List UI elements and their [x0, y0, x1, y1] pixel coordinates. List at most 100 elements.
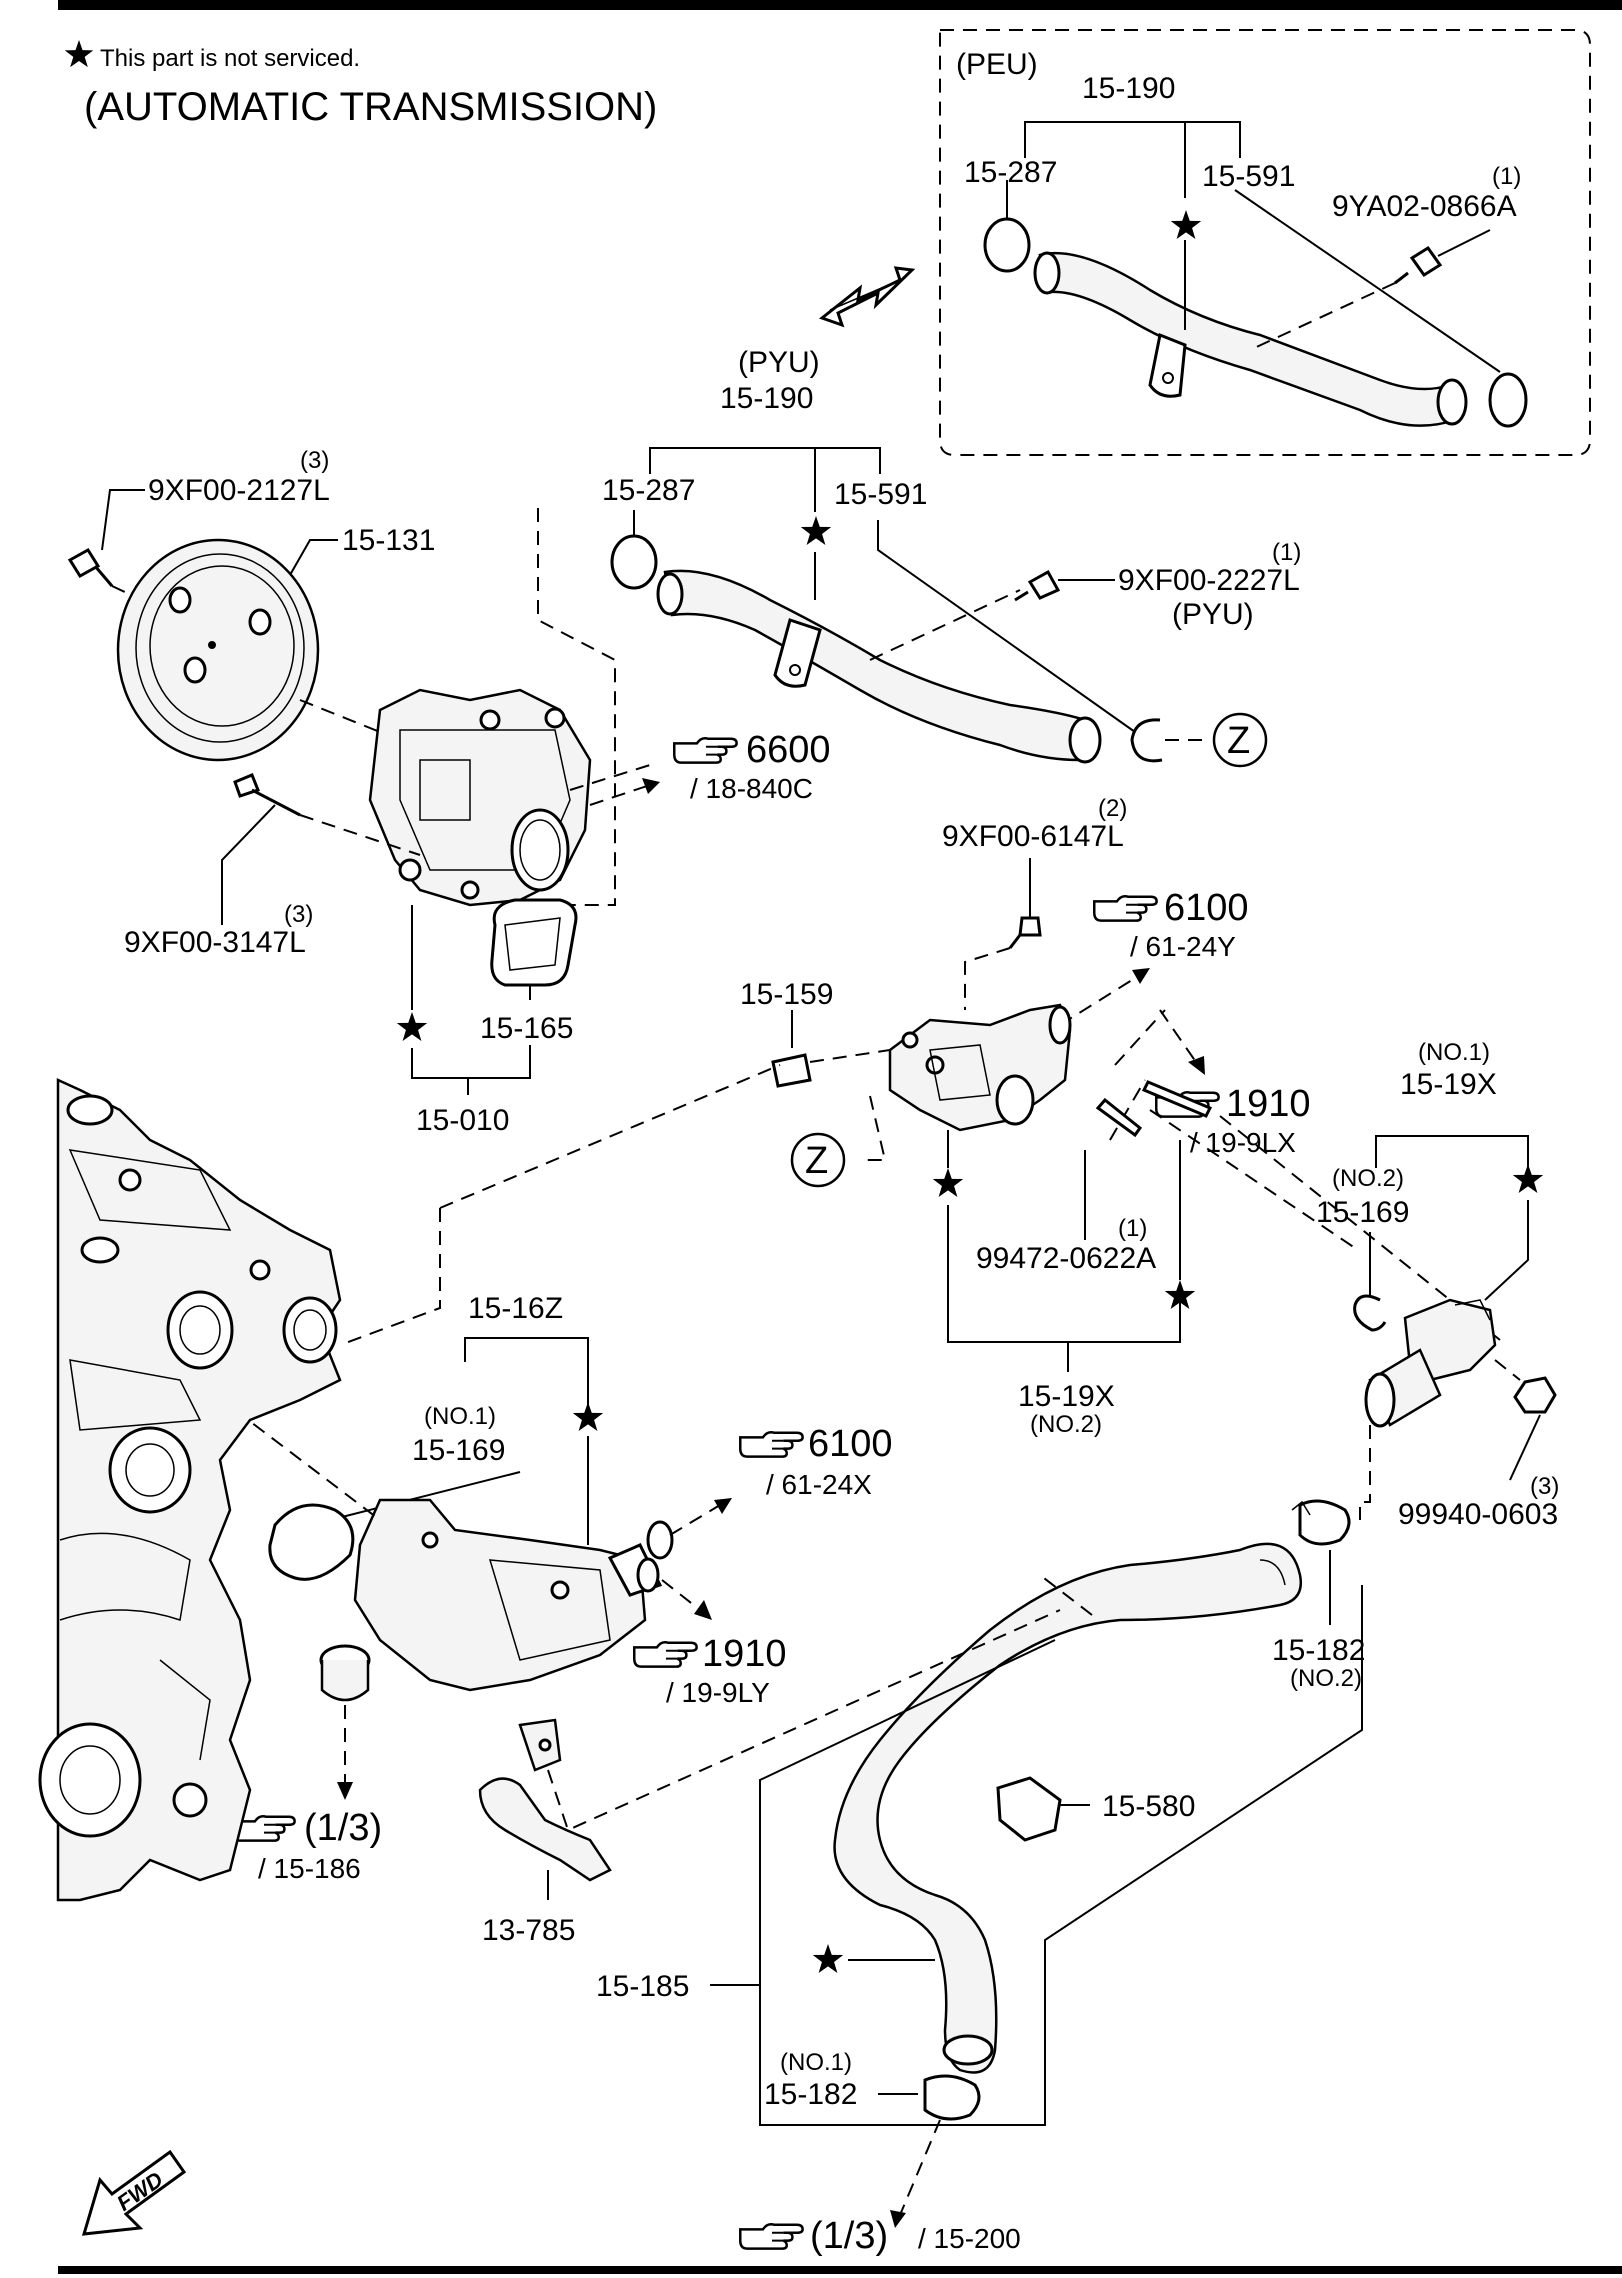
connector-no1-label: 15-19X — [1400, 1068, 1497, 1101]
peu-assembly-label: 15-190 — [1082, 72, 1175, 105]
connector-not-serviced-star-icon — [1512, 1164, 1544, 1193]
peu-variant-label: (PEU) — [956, 48, 1038, 81]
peu-pipe-o-ring — [1488, 372, 1528, 428]
stud-qty: (1) — [1118, 1215, 1147, 1242]
ref-1910-b-sub: / 19-9LY — [666, 1677, 770, 1708]
clamp-no1-note: (NO.1) — [780, 2049, 852, 2076]
water-pump-label: 15-010 — [416, 1104, 509, 1137]
peu-box: (PEU) 15-190 15-287 15-591 (1) 9YA02-086… — [939, 29, 1591, 456]
connector-no2-note: (NO.2) — [1030, 1411, 1102, 1438]
clamp-no1-label: 15-182 — [764, 2078, 857, 2111]
gasket-label: 15-165 — [480, 1012, 573, 1045]
stud-part-b — [1141, 1080, 1213, 1118]
ref-6100-a-sub: / 61-24Y — [1130, 931, 1236, 962]
case-not-serviced-star-icon — [572, 1402, 604, 1431]
ref-6600-sub: / 18-840C — [690, 773, 813, 804]
peu-bolt-part — [1394, 245, 1443, 285]
peu-pipe-label: 15-591 — [1202, 160, 1295, 193]
pump-not-serviced-star-icon — [396, 1012, 428, 1041]
ref-6100-a-hand-icon — [1093, 894, 1158, 922]
z-marker-lower — [790, 1132, 846, 1188]
pyu-bolt-label: 9XF00-2227L — [1118, 564, 1300, 597]
pulley-label: 15-131 — [342, 524, 435, 557]
pump-bolt-qty: (3) — [284, 901, 313, 928]
hose-label: 15-185 — [596, 1970, 689, 2003]
case-16z-part — [319, 1498, 674, 1702]
clip-part — [996, 1776, 1062, 1842]
ref-6100-b-hand-icon — [739, 1430, 804, 1458]
ref-bottom-sub: / 15-200 — [918, 2223, 1021, 2254]
connector-no1-part — [1364, 1298, 1497, 1428]
ref-bottom-num: (1/3) — [810, 2215, 888, 2257]
ref-bottom-hand-icon — [739, 2222, 804, 2250]
water-pump-part — [368, 688, 592, 907]
pyu-bolt-qty: (1) — [1272, 539, 1301, 566]
legend-star-icon — [64, 40, 94, 68]
ref-6600-num: 6600 — [746, 729, 831, 771]
nut-label: 99940-0603 — [1398, 1498, 1558, 1531]
nut-qty: (3) — [1530, 1473, 1559, 1500]
hose-part — [833, 1542, 1303, 2074]
thermostat-bolt-qty: (2) — [1098, 795, 1127, 822]
legend-text: This part is not serviced. — [100, 45, 360, 72]
hose-not-serviced-star-icon — [812, 1944, 844, 1973]
page-title: (AUTOMATIC TRANSMISSION) — [84, 85, 657, 129]
o-ring-no2-part — [1353, 1294, 1387, 1332]
ref-6100-a-num: 6100 — [1164, 887, 1249, 929]
fwd-arrow-icon: FWD — [81, 2149, 187, 2236]
z-marker-upper — [1212, 712, 1268, 768]
peu-o-ring-part — [983, 217, 1031, 273]
gasket-part — [490, 898, 578, 987]
pyu-not-serviced-star-icon — [800, 516, 832, 545]
ref-1910-a-sub: / 19-9LX — [1190, 1127, 1296, 1158]
stud-part-a — [1095, 1097, 1143, 1138]
clip-label: 15-580 — [1102, 1790, 1195, 1823]
pulley-bolt-label: 9XF00-2127L — [148, 474, 330, 507]
peu-o-ring-label: 15-287 — [964, 156, 1057, 189]
peu-bolt-label: 9YA02-0866A — [1332, 190, 1517, 223]
peu-pipe-part — [1038, 251, 1457, 427]
direction-arrow-icon — [818, 266, 916, 328]
z-marker-upper-label: Z — [1227, 720, 1250, 762]
bracket-label: 13-785 — [482, 1914, 575, 1947]
clamp-no2-part — [1298, 1499, 1351, 1546]
gasket-159-part — [771, 1053, 812, 1088]
pump-bolt-label: 9XF00-3147L — [124, 926, 306, 959]
engine-block-part — [38, 1078, 342, 1902]
pulley-part — [116, 538, 320, 762]
thermostat-bolt-part — [1008, 916, 1042, 949]
pyu-o-ring-part — [610, 534, 658, 590]
thermostat-bolt-label: 9XF00-6147L — [942, 820, 1124, 853]
bracket-part — [478, 1718, 612, 1882]
peu-bolt-qty: (1) — [1492, 163, 1521, 190]
pyu-o-ring-label: 15-287 — [602, 474, 695, 507]
connector-no2-label: 15-19X — [1018, 1380, 1115, 1413]
ref-1910-b-num: 1910 — [702, 1633, 787, 1675]
top-border — [58, 0, 1622, 10]
ref-6100-b-num: 6100 — [808, 1423, 893, 1465]
o-ring-no2-note: (NO.2) — [1332, 1165, 1404, 1192]
gasket-159-label: 15-159 — [740, 978, 833, 1011]
o-ring-no2-label: 15-169 — [1316, 1196, 1409, 1229]
case-16z-label: 15-16Z — [468, 1292, 563, 1325]
clamp-no1-part — [923, 2074, 981, 2121]
peu-not-serviced-star-icon — [1170, 210, 1202, 239]
o-ring-no1-part — [268, 1503, 355, 1581]
nut-part — [1513, 1376, 1557, 1414]
pump-bolt-part — [233, 773, 301, 817]
ref-6600-arrow — [589, 784, 651, 806]
ref-6600-hand-icon — [673, 736, 738, 764]
clamp-no2-note: (NO.2) — [1290, 1665, 1362, 1692]
clamp-no2-label: 15-182 — [1272, 1634, 1365, 1667]
ref-6100-b-sub: / 61-24X — [766, 1469, 872, 1500]
stud-label: 99472-0622A — [976, 1242, 1156, 1275]
pyu-o-ring-clip — [1130, 718, 1163, 763]
pulley-bolt-part — [67, 547, 114, 587]
housing-not-serviced-star-icon — [932, 1168, 964, 1197]
pyu-bolt-part — [1014, 569, 1061, 602]
pyu-pipe-label: 15-591 — [834, 478, 927, 511]
thermostat-housing-part — [888, 1003, 1072, 1132]
ref-13-num: (1/3) — [304, 1807, 382, 1849]
o-ring-no1-note: (NO.1) — [424, 1403, 496, 1430]
